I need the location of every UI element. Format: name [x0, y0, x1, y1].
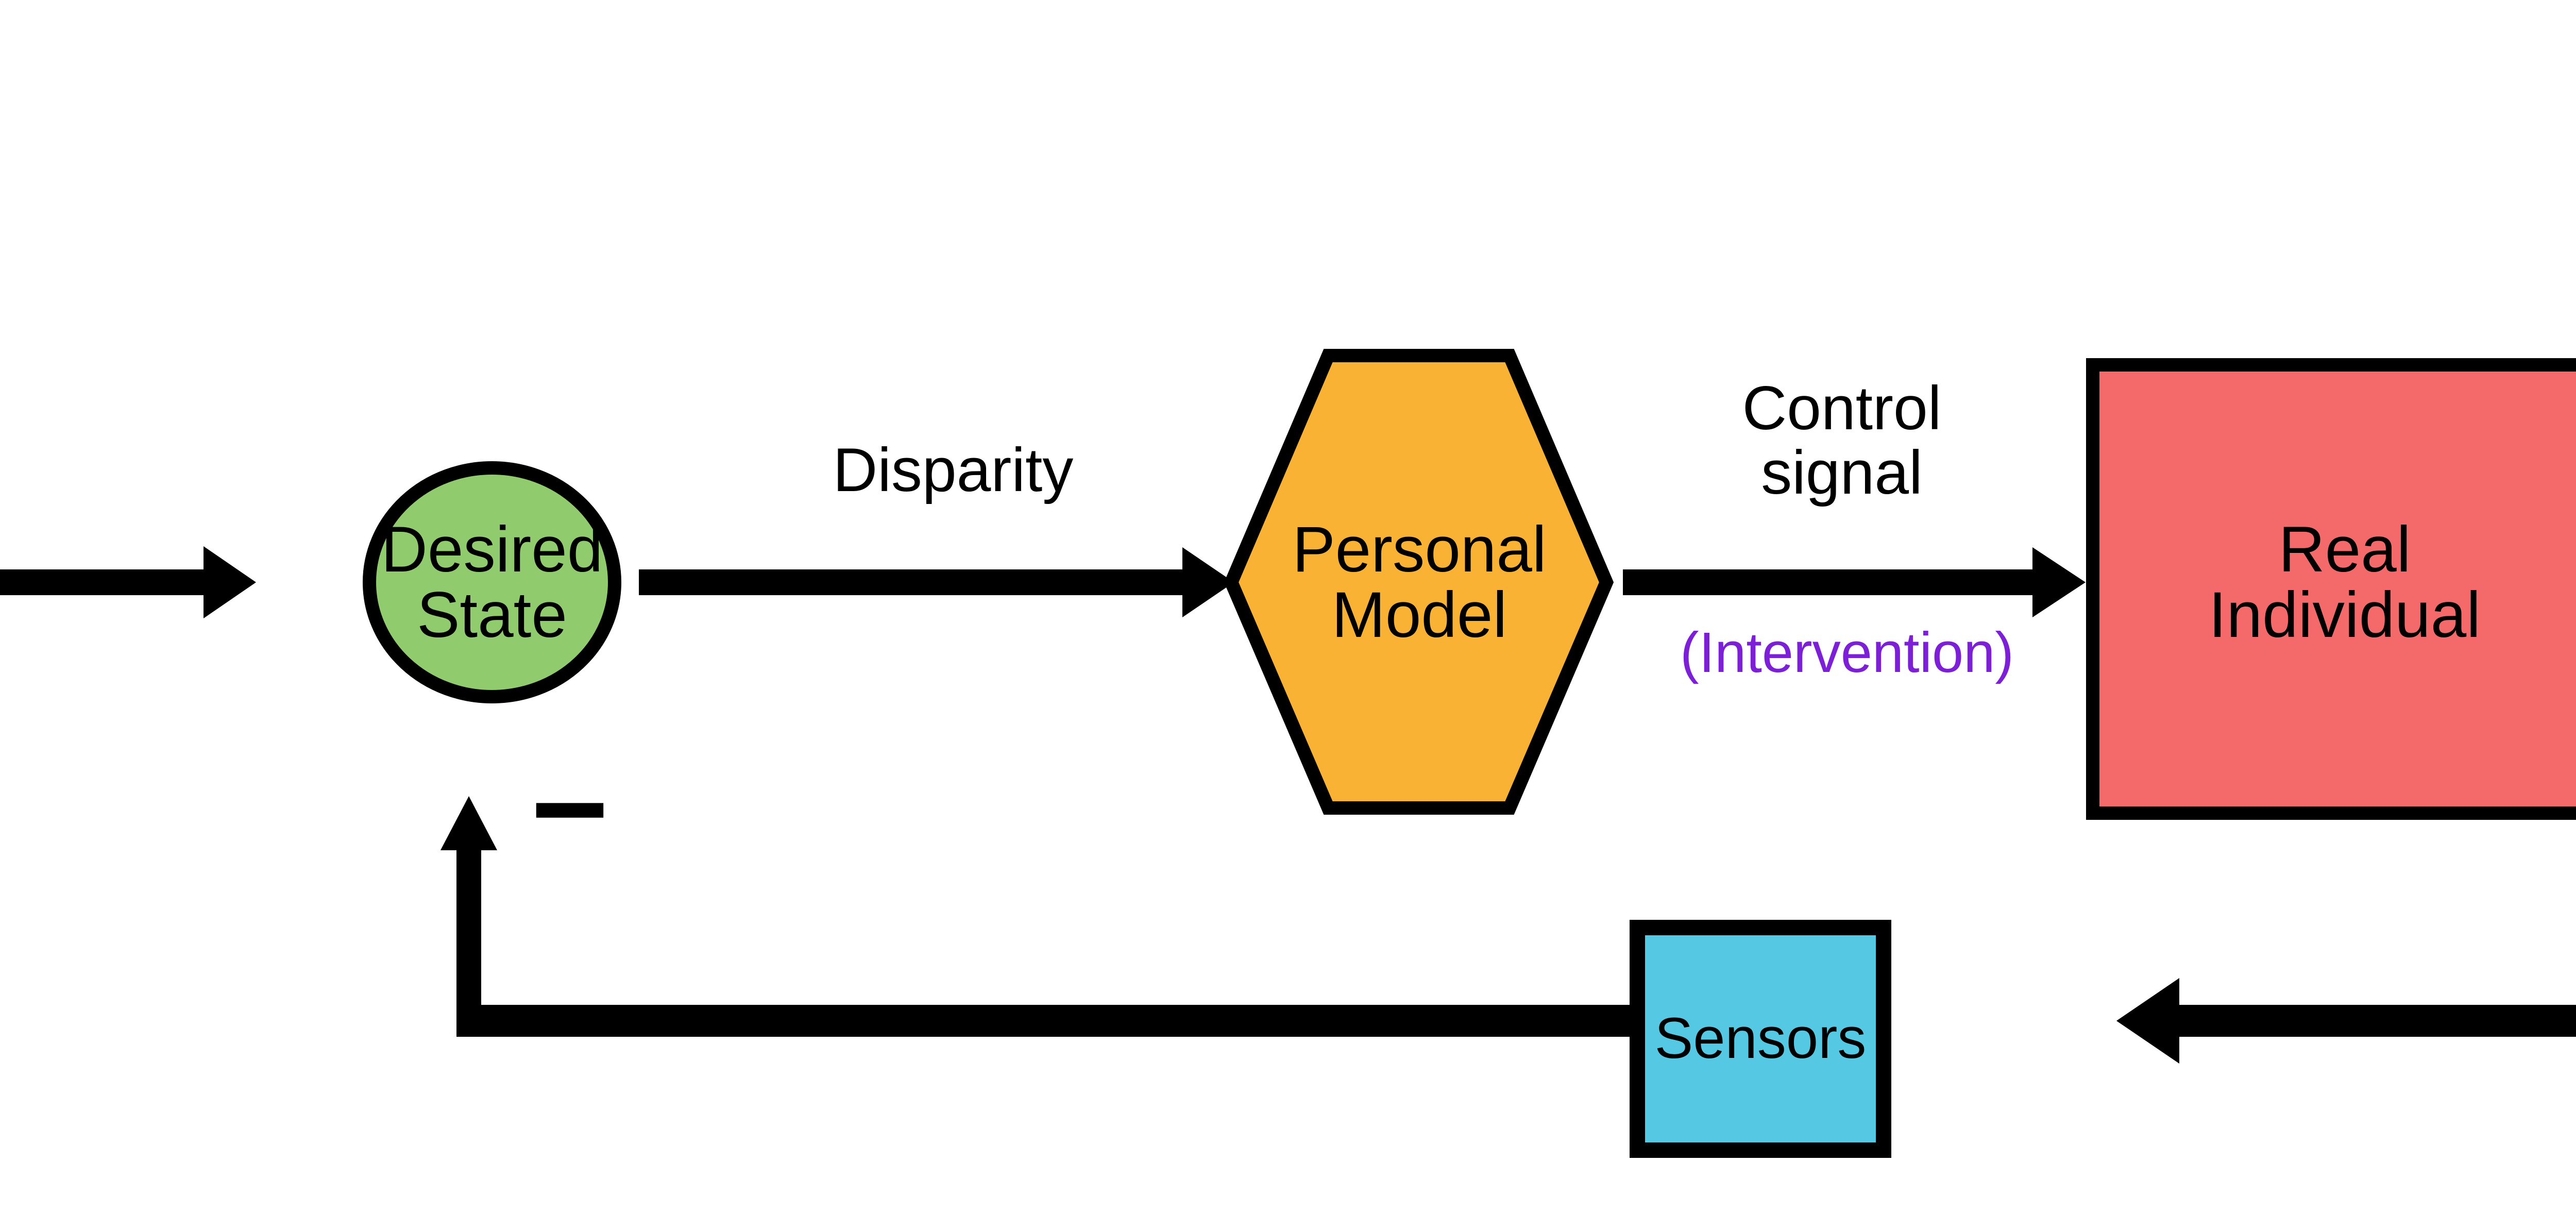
node-desired-state[interactable] [363, 461, 621, 703]
edge-label-intervention: (Intervention) [1623, 621, 2071, 684]
node-real-individual[interactable] [2086, 358, 2576, 820]
disparity-text: Disparity [833, 435, 1074, 504]
control-signal-line2: signal [1761, 437, 1923, 507]
control-signal-line1: Control [1742, 374, 1942, 443]
feedback-from-real-state [2116, 978, 2576, 1064]
intervention-text: (Intervention) [1680, 621, 2014, 684]
node-sensors[interactable] [1630, 920, 1891, 1158]
summing-sign-negative: − [531, 742, 609, 876]
minus-sign-text: − [531, 734, 609, 884]
node-personal-model[interactable] [1224, 349, 1614, 815]
edge-label-disparity: Disparity [711, 438, 1195, 502]
disparity-arrow [639, 547, 1234, 617]
edge-label-control-signal: Control signal [1638, 376, 2045, 505]
feedback-to-desired-state [440, 796, 1636, 1037]
input-arrow [0, 546, 256, 618]
control-signal-arrow [1623, 547, 2086, 617]
